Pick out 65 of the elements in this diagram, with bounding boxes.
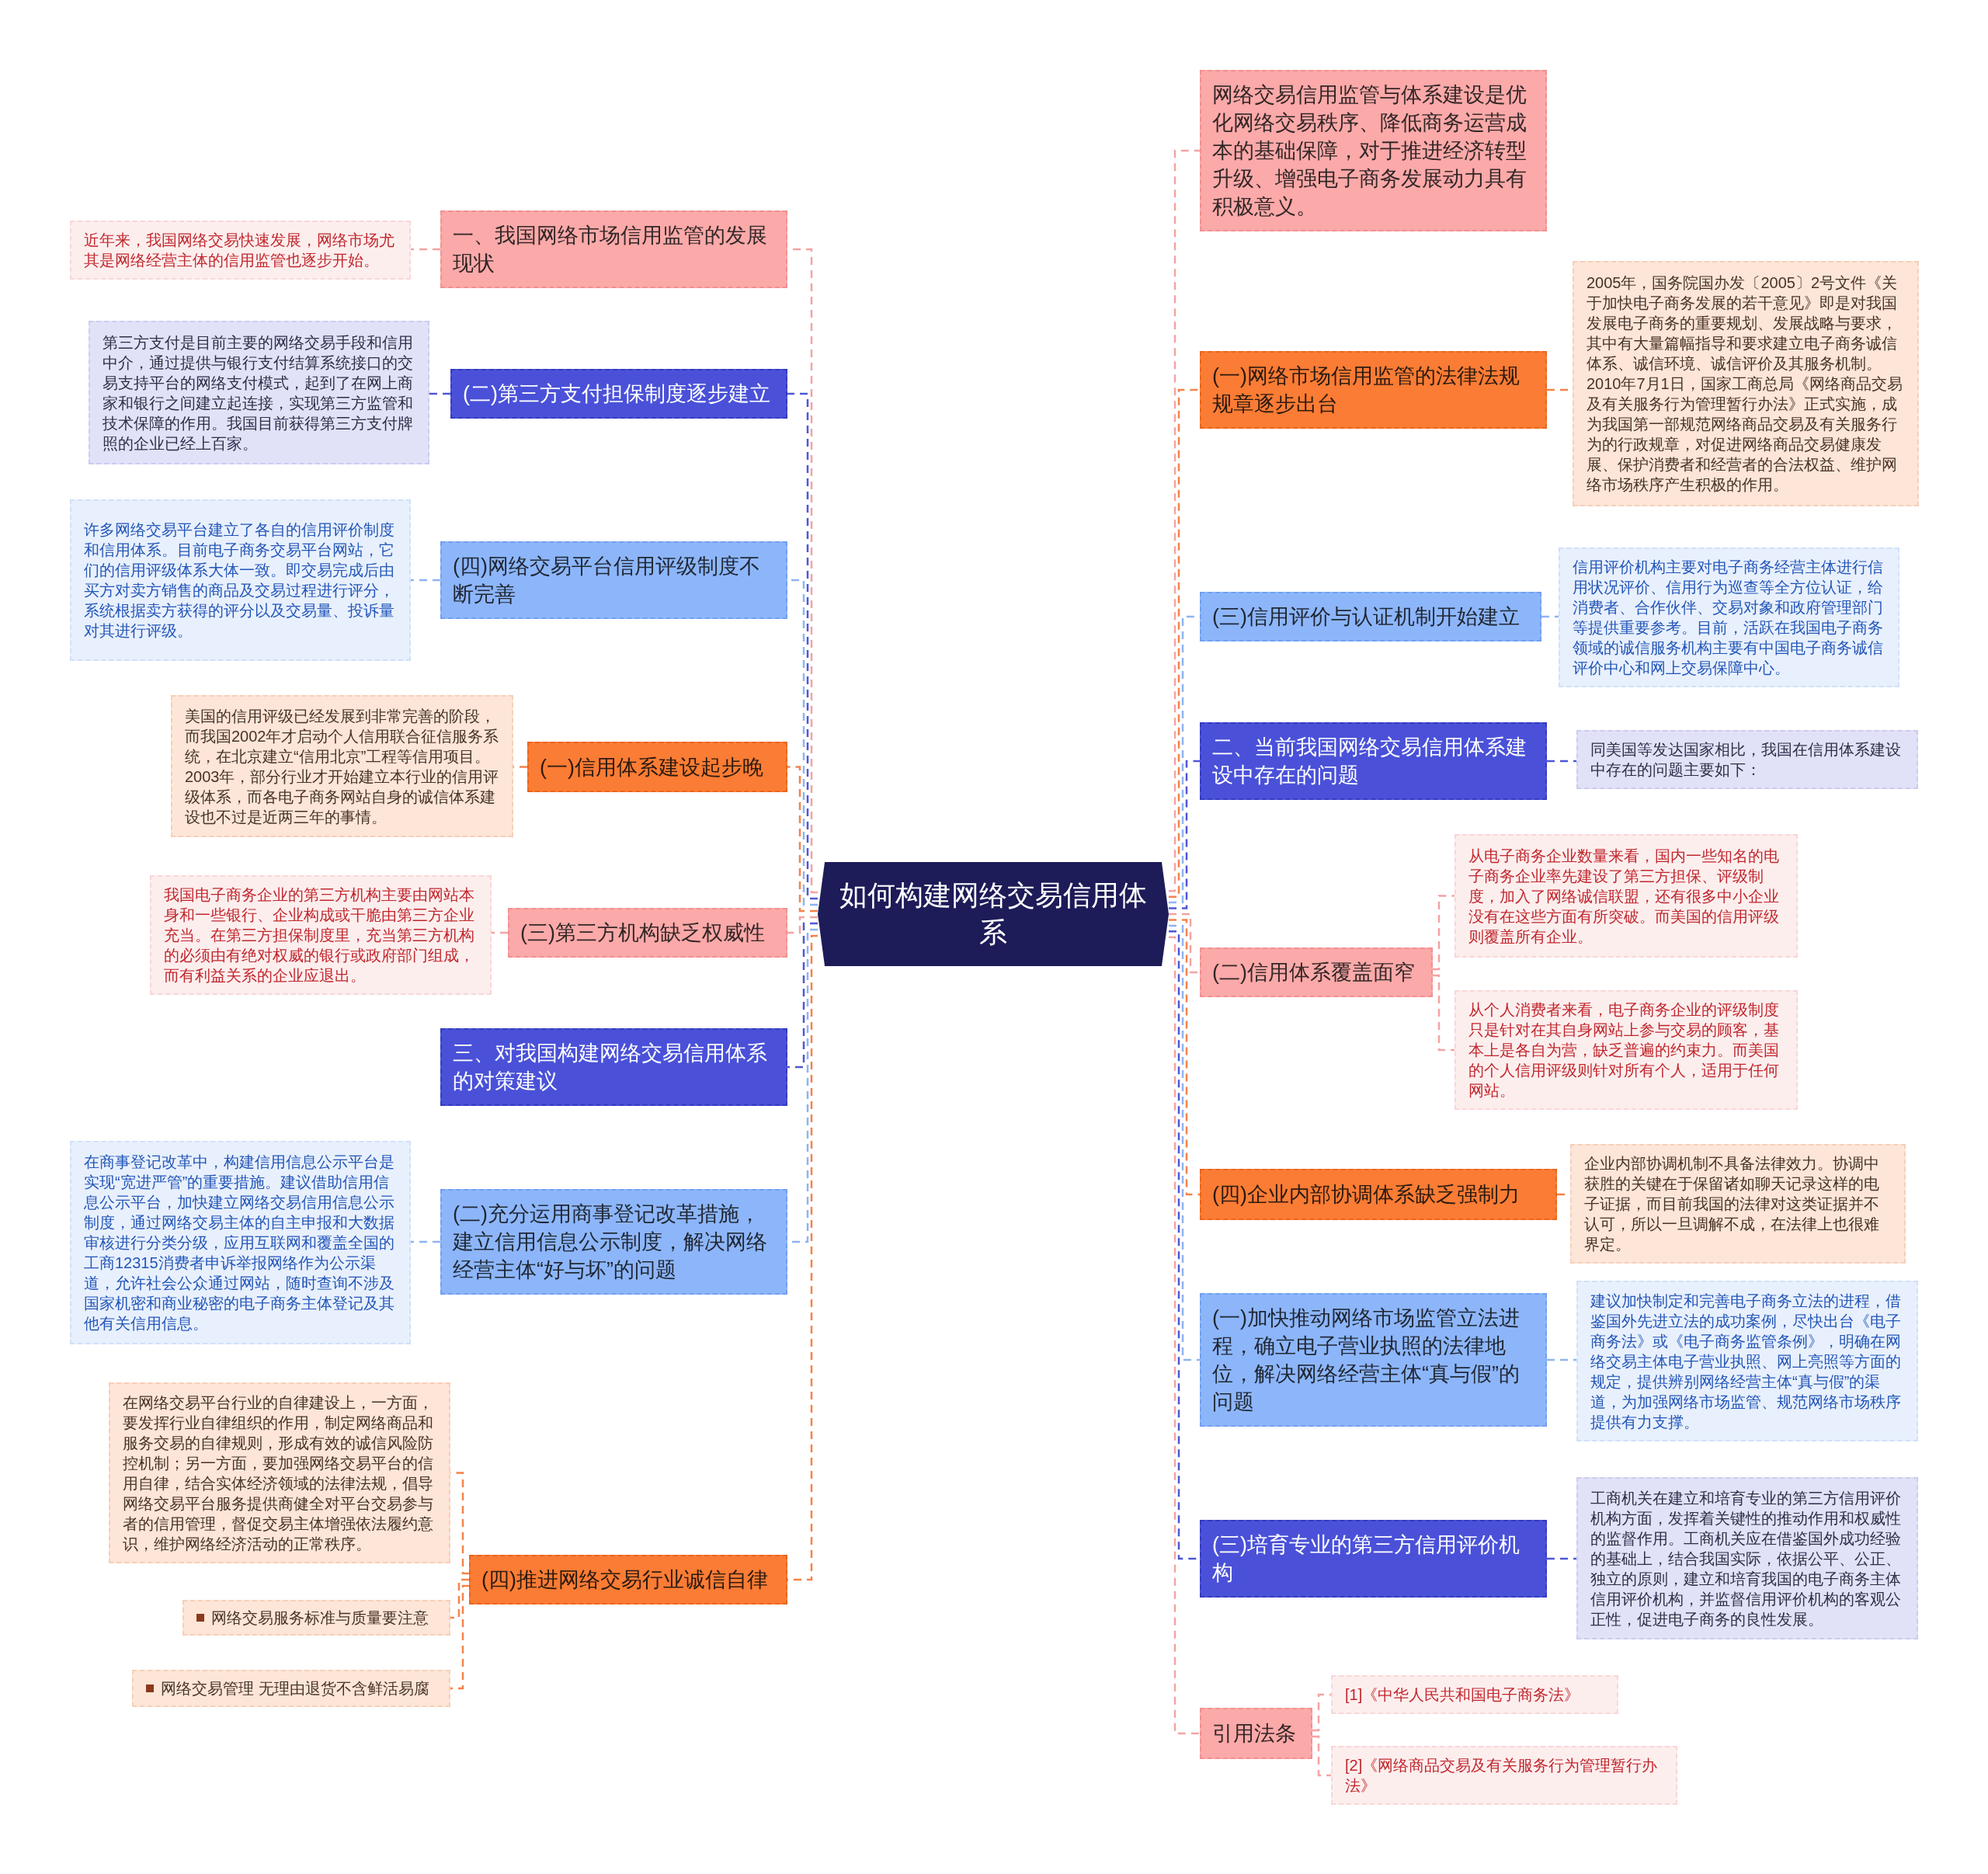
connector-line [1433,974,1455,1052]
detail-note: 从电子商务企业数量来看，国内一些知名的电子商务企业率先建设了第三方担保、评级制度，加入了网络诚信联盟，还有很多中小企业没有在这些方面有所突破。而美国的信用评级则覆盖所有企业。 [1455,834,1798,958]
detail-note: 2005年，国务院国办发〔2005〕2号文件《关于加快电子商务发展的若干意见》即是对我国发展电子商务的重要规划、发展战略与要求，其中有大量篇幅指导和要求建立电子商务诚信体系、诚信环境、诚信评价及其服务机制。2010年7月1日，国家工商总局《网络商品交易及有关服务行为管理暂行办法》正式实施，成为我国第一部规范网络商品交易及有关服务行为的行政规章，对促进网络商品交易健康发展、保护消费者和经营者的合法权益、维护网络市场秩序产生积极的作用。 [1573,261,1919,506]
branch-topic: (二)第三方支付担保制度逐步建立 [450,369,787,419]
connector-line [411,1240,440,1243]
connector-line [1169,924,1200,1361]
connector-line [787,916,818,934]
connector-line [1433,895,1455,971]
connector-line [1541,615,1559,618]
detail-note: 美国的信用评级已经发展到非常完善的阶段，而我国2002年才启动个人信用联合征信服务系统，在北京建立“信用北京”工程等信用项目。2003年，部分行业才开始建立本行业的信用评级体系，而各电子商务网站自身的诚信体系建设也不过是近两三年的事情。 [171,695,513,837]
branch-topic: 一、我国网络市场信用监管的发展现状 [440,210,787,288]
detail-note: 第三方支付是目前主要的网络交易手段和信用中介，通过提供与银行支付结算系统接口的交易支持平台的网络支付模式，起到了在网上商家和银行之间建立起连接，实现第三方监管和技术保障的作用。我国目前获得第三方支付牌照的企业已经上百家。 [89,321,429,464]
detail-note: [2]《网络商品交易及有关服务行为管理暂行办法》 [1331,1746,1677,1805]
list-item-card [182,1600,450,1636]
detail-note: 工商机关在建立和培育专业的第三方信用评价机构方面，发挥着关键性的推动作用和权威性的监督作用。工商机关应在借鉴国外成功经验的基础上，结合我国实际，依据公平、公正、独立的原则，建立和培育我国的电子商务主体信用评价机构，并监督信用评价机构的客观公正性，促进电子商务的良性发展。 [1576,1477,1918,1639]
branch-topic: (一)加快推动网络市场监管立法进程，确立电子营业执照的法律地位，解决网络经营主体“真与假”的问题 [1200,1293,1547,1427]
connector-line [1169,388,1200,898]
branch-topic: (四)企业内部协调体系缺乏强制力 [1200,1169,1557,1220]
detail-note: [1]《中华人民共和国电子商务法》 [1331,1675,1618,1714]
branch-topic: (三)信用评价与认证机制开始建立 [1200,592,1541,641]
connector-line [1312,1735,1331,1777]
connector-line [1547,760,1576,763]
list-item-text: 网络交易服务标准与质量要注意 [211,1608,429,1628]
connector-line [450,1578,469,1619]
connector-line [1547,1358,1576,1361]
branch-topic: (一)信用体系建设起步晚 [527,742,787,792]
list-item-card [132,1670,450,1707]
branch-topic: 引用法条 [1200,1708,1312,1759]
branch-topic: (二)充分运用商事登记改革措施，建立信用信息公示制度，解决网络经营主体“好与坏”的问题 [440,1189,787,1295]
connector-line [1169,913,1200,974]
detail-note: 信用评价机构主要对电子商务经营主体进行信用状况评价、信用行为巡查等全方位认证，给消费者、合作伙伴、交易对象和政府管理部门等提供重要参考。目前，活跃在我国电子商务领域的诚信服务机构主要有中国电子商务诚信评价中心和网上交易保障中心。 [1559,548,1899,687]
detail-note: 许多网络交易平台建立了各自的信用评价制度和信用体系。目前电子商务交易平台网站，它们的信用评级体系大体一致。即交易完成后由买方对卖方销售的商品及交易过程进行评分，系统根据卖方获得的评分以及交易量、投诉量对其进行评级。 [70,499,411,661]
detail-note: 从个人消费者来看，电子商务企业的评级制度只是针对在其自身网站上参与交易的顾客，基本上是各自为营，缺乏普遍的约束力。而美国的个人信用评级则针对所有个人，适用于任何网站。 [1455,990,1798,1110]
connector-line [787,766,818,913]
connector-line [1168,149,1200,892]
connector-line [1169,760,1200,909]
branch-topic: (四)网络交易平台信用评级制度不断完善 [440,541,787,619]
detail-note: 建议加快制定和完善电子商务立法的进程，借鉴国外先进立法的成功案例，尽快出台《电子商务法》或《电子商务监管条例》，明确在网络交易主体电子营业执照、网上亮照等方面的规定，提供辨别网络经营主体“真与假”的渠道，为加强网络市场监管、规范网络市场秩序提供有力支撑。 [1576,1281,1918,1441]
connector-line [787,922,818,1069]
connector-line [411,248,440,251]
detail-note: 在网络交易平台行业的自律建设上，一方面，要发挥行业自律组织的作用，制定网络商品和服务交易的自律规则，形成有效的诚信风险防控机制；另一方面，要加强网络交易平台的信用自律，结合实体经济领域的法律法规，倡导网络交易平台服务提供商健全对平台交易参与者的信用管理，督促交易主体增强依法履约意识，维护网络经济活动的正常秩序。 [109,1382,450,1563]
detail-note: 近年来，我国网络交易快速发展，网络市场尤其是网络经营主体的信用监管也逐步开始。 [70,221,411,280]
branch-topic: 三、对我国构建网络交易信用体系的对策建议 [440,1028,787,1106]
connector-line [1547,1557,1576,1560]
connector-line [492,931,508,934]
connector-line [429,392,450,395]
connector-line [1168,936,1200,1735]
connector-line [1312,1693,1331,1732]
connector-line [411,579,440,582]
branch-topic: (一)网络市场信用监管的法律法规规章逐步出台 [1200,351,1547,429]
connector-line [450,1584,469,1690]
detail-note: 同美国等发达国家相比，我国在信用体系建设中存在的问题主要如下： [1576,730,1918,789]
branch-topic: (三)第三方机构缺乏权威性 [508,908,787,958]
branch-topic: 网络交易信用监管与体系建设是优化网络交易秩序、降低商务运营成本的基础保障，对于推进经济转型升级、增强电子商务发展动力具有积极意义。 [1200,70,1547,231]
list-item-text: 网络交易管理 无理由退货不含鲜活易腐 [161,1679,429,1698]
central-topic: 如何构建网络交易信用体系 [818,862,1169,966]
detail-note: 在商事登记改革中，构建信用信息公示平台是实现“宽进严管”的重要措施。建议借助信用信息公示平台，加快建立网络交易信用信息公示制度，通过网络交易主体的自主申报和大数据审核进行分类分级，应用互联网和覆盖全国的工商12315消费者申诉举报网络作为公示渠道，允许社会公众通过网站，随时查询不涉及国家机密和商业秘密的电子商务主体登记及其他有关信用信息。 [70,1141,411,1344]
connector-line [787,392,818,900]
branch-topic: 二、当前我国网络交易信用体系建设中存在的问题 [1200,722,1547,800]
branch-topic: (四)推进网络交易行业诚信自律 [469,1555,787,1605]
detail-note: 企业内部协调机制不具备法律效力。协调中获胜的关键在于保留诸如聊天记录这样的电子证据，而目前我国的法律对这类证据并不认可，所以一旦调解不成，在法律上也很难界定。 [1570,1144,1906,1264]
branch-topic: (三)培育专业的第三方信用评价机构 [1200,1520,1547,1598]
branch-topic: (二)信用体系覆盖面窄 [1200,947,1433,997]
detail-note: 我国电子商务企业的第三方机构主要由网站本身和一些银行、企业构成或干脆由第三方企业充当。在第三方担保制度里，充当第三方机构的必须由有绝对权威的银行或政府部门组成，而有利益关系的企业应退出。 [150,875,492,995]
connector-line [1169,919,1200,1196]
